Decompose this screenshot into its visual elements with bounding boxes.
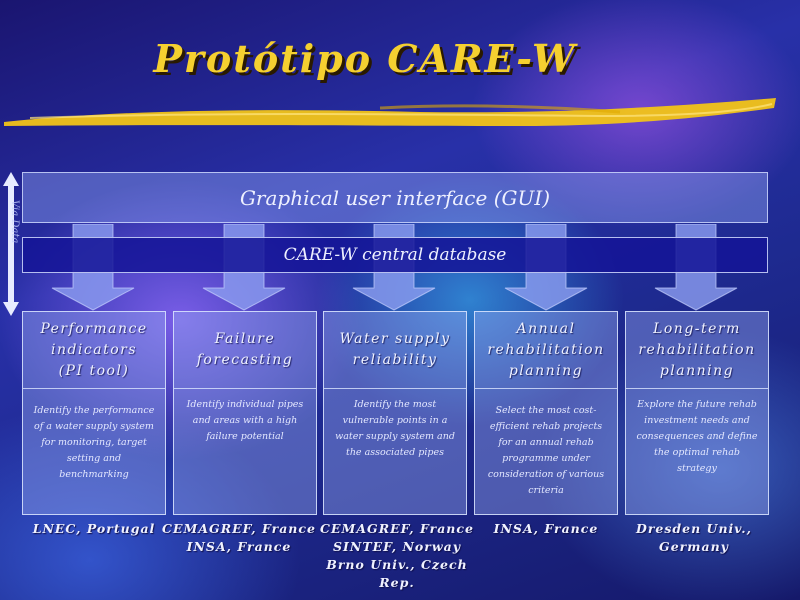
module-description: Identify the most vulnerable points in a…	[335, 399, 455, 458]
central-database-layer: CARE-W central database	[22, 237, 768, 273]
module-description: Identify individual pipes and areas with…	[186, 399, 304, 442]
module-failure-forecasting: Failure forecasting Identify individual …	[173, 311, 317, 515]
yellow-brush-stroke	[4, 98, 776, 126]
partners-long-term-planning: Dresden Univ., Germany	[636, 521, 752, 554]
module-description: Identify the performance of a water supp…	[33, 405, 155, 480]
partners-water-supply-reliability: CEMAGREF, France SINTEF, Norway Brno Uni…	[320, 521, 474, 590]
module-title: Long-term rehabilitation planning	[626, 312, 768, 389]
slide-title: Protótipo CARE-W	[153, 36, 577, 81]
module-title: Water supply reliability	[324, 312, 466, 389]
module-performance-indicators: Performance indicators (PI tool) Identif…	[22, 311, 166, 515]
module-water-supply-reliability: Water supply reliability Identify the mo…	[323, 311, 467, 515]
module-title: Failure forecasting	[174, 312, 316, 389]
module-description: Select the most cost-efficient rehab pro…	[487, 405, 605, 496]
partners-performance-indicators: LNEC, Portugal	[32, 521, 156, 536]
module-title: Annual rehabilitation planning	[475, 312, 617, 389]
gui-label: Graphical user interface (GUI)	[239, 185, 551, 210]
module-description: Explore the future rehab investment need…	[636, 399, 758, 474]
module-long-term-planning: Long-term rehabilitation planning Explor…	[625, 311, 769, 515]
module-title: Performance indicators (PI tool)	[23, 312, 165, 389]
double-arrow-icon	[3, 172, 19, 316]
side-label: Via Data	[9, 200, 20, 244]
partners-annual-planning: INSA, France	[493, 521, 599, 536]
gui-layer: Graphical user interface (GUI)	[22, 172, 768, 223]
partners-failure-forecasting: CEMAGREF, France INSA, France	[162, 521, 316, 554]
module-annual-planning: Annual rehabilitation planning Select th…	[474, 311, 618, 515]
database-label: CARE-W central database	[283, 245, 507, 265]
